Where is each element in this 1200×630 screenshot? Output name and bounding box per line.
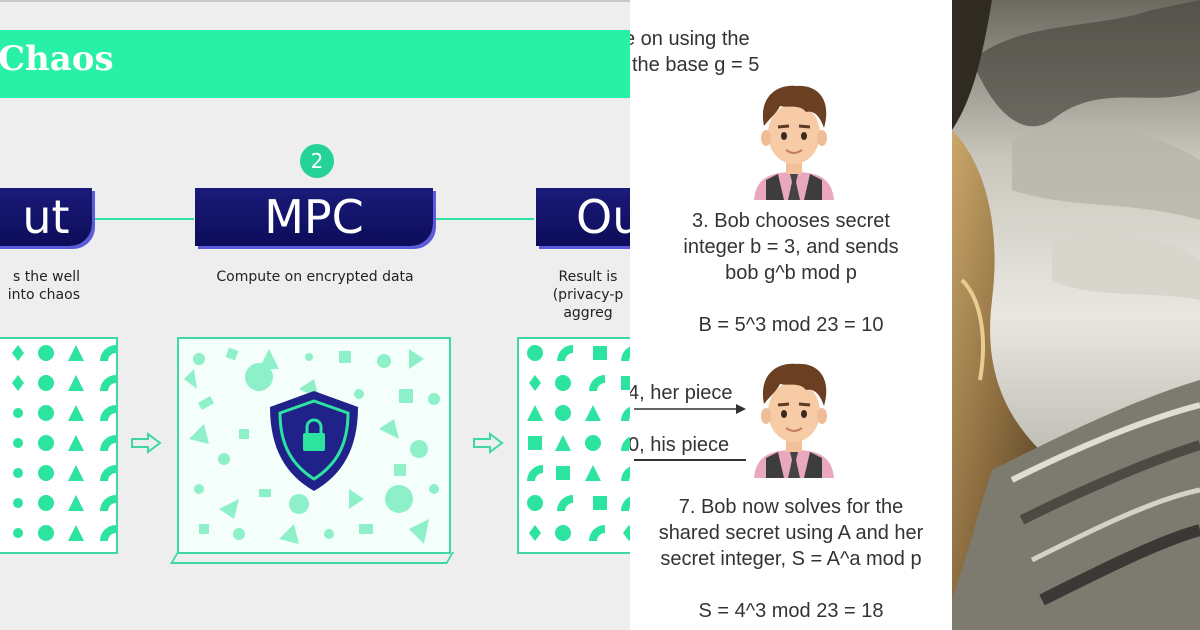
text-line-1: e on using the [630, 28, 750, 50]
scattered-shapes-icon [184, 347, 440, 544]
stage-input: ut [0, 188, 92, 246]
stage-input-label: ut [22, 190, 70, 244]
landscape-painting-icon [952, 0, 1200, 630]
stage-input-caption: s the well into chaos [7, 269, 80, 303]
her-piece-label: 4, her piece [630, 382, 733, 404]
step-3-line-2: integer b = 3, and sends [683, 236, 899, 258]
stage-output-caption: Result is (privacy-p aggreg [552, 269, 624, 321]
top-border [0, 0, 630, 2]
arrow-right-icon [473, 432, 504, 454]
step-7-line-1: 7. Bob now solves for the [678, 496, 904, 518]
equation-b: B = 5^3 mod 23 = 10 [698, 314, 884, 336]
connector-line [434, 218, 534, 220]
arrow-right-icon [634, 404, 746, 414]
step-3-line-1: 3. Bob chooses secret [692, 210, 890, 232]
encrypted-data-grid [177, 337, 451, 554]
stage-mpc-label: MPC [264, 190, 364, 244]
bob-avatar-icon [754, 85, 834, 200]
stage-output: Ou [536, 188, 630, 246]
title-banner [0, 30, 630, 98]
bob-avatar-icon [754, 363, 834, 478]
ordered-shapes-icon [12, 345, 116, 541]
stage-mpc: MPC [195, 188, 433, 246]
step-badge: 2 [300, 144, 334, 178]
connector-line [94, 218, 194, 220]
his-piece-label: 0, his piece [630, 434, 730, 456]
step-7-line-3: secret integer, S = A^a mod p [660, 548, 922, 570]
painted-landscape-image [952, 0, 1200, 630]
step-7-line-2: shared secret using A and her [658, 522, 924, 544]
step-3-line-3: bob g^b mod p [725, 262, 857, 284]
diffie-hellman-panel: e on using the the base g = 5 3. Bob cho… [630, 0, 952, 630]
equation-s: S = 4^3 mod 23 = 18 [698, 600, 884, 622]
arrow-right-icon [131, 432, 162, 454]
box-base-edge [170, 552, 455, 564]
input-data-grid [0, 337, 118, 554]
mpc-infographic-panel: Chaos 2 ut MPC Ou s the well into chaos … [0, 0, 630, 630]
output-data-grid [517, 337, 630, 554]
stage-mpc-caption: Compute on encrypted data [216, 269, 414, 285]
text-line-2: the base g = 5 [632, 54, 760, 76]
output-shapes-icon [527, 345, 630, 541]
shield-lock-icon [270, 391, 358, 491]
stage-output-label: Ou [576, 190, 630, 244]
his-piece-underline [634, 459, 746, 461]
banner-title: Chaos [0, 39, 114, 79]
